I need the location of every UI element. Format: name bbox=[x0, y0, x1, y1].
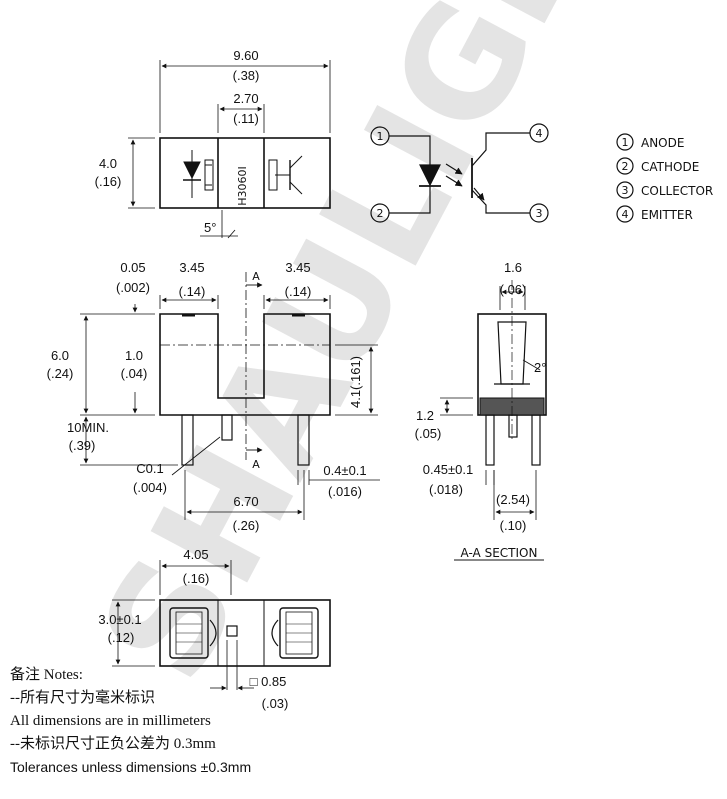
legend-num-3: 3 bbox=[622, 184, 629, 197]
dim-gap-left-in: (.002) bbox=[116, 280, 150, 295]
dim-bottom-width-in: (.16) bbox=[183, 571, 210, 586]
section-mark-bottom: A bbox=[252, 458, 260, 471]
dim-lead-width-in: (.016) bbox=[328, 484, 362, 499]
dim-slot-width: 2.70 bbox=[233, 91, 258, 106]
bottom-view bbox=[112, 560, 331, 691]
dim-right-arm: 3.45 bbox=[285, 260, 310, 275]
dim-draft-angle: 5° bbox=[204, 220, 216, 235]
dim-section-lead: 0.45±0.1 bbox=[423, 462, 474, 477]
dim-square-pin-in: (.03) bbox=[262, 696, 289, 711]
dim-section-width-in: (.06) bbox=[500, 282, 527, 297]
dim-section-height: 1.2 bbox=[416, 408, 434, 423]
dim-top-width: 9.60 bbox=[233, 48, 258, 63]
dim-section-width: 1.6 bbox=[504, 260, 522, 275]
dim-slot-bottom: 1.0 bbox=[125, 348, 143, 363]
dim-bottom-height: 3.0±0.1 bbox=[98, 612, 141, 627]
notes-line-units-en: All dimensions are in millimeters bbox=[10, 713, 211, 729]
pin-3-label: 3 bbox=[536, 207, 543, 220]
legend-collector: COLLECTOR bbox=[641, 184, 713, 198]
legend-num-1: 1 bbox=[622, 136, 629, 149]
dim-section-height-in: (.05) bbox=[415, 426, 442, 441]
legend-anode: ANODE bbox=[641, 136, 684, 150]
dim-pitch-in: (.26) bbox=[233, 518, 260, 533]
notes-line-tolerance-cn: --未标识尺寸正负公差为 0.3mm bbox=[10, 736, 216, 752]
dim-lead-length: 10MIN. bbox=[67, 420, 109, 435]
dim-gap-left: 0.05 bbox=[120, 260, 145, 275]
dim-lead-length-in: (.39) bbox=[69, 438, 96, 453]
dim-pitch: 6.70 bbox=[233, 494, 258, 509]
dim-height-in: (.16) bbox=[95, 174, 122, 189]
legend-num-4: 4 bbox=[622, 208, 629, 221]
schematic bbox=[370, 123, 634, 223]
dim-chamfer-in: (.004) bbox=[133, 480, 167, 495]
dim-bottom-height-in: (.12) bbox=[108, 630, 135, 645]
dim-section-pitch: (2.54) bbox=[496, 492, 530, 507]
legend-emitter: EMITTER bbox=[641, 208, 693, 222]
dim-section-angle: 2° bbox=[534, 360, 546, 375]
dim-height: 4.0 bbox=[99, 156, 117, 171]
front-view bbox=[80, 272, 380, 520]
section-title: A-A SECTION bbox=[461, 546, 538, 560]
dim-slot-width-in: (.11) bbox=[233, 111, 259, 126]
dim-section-pitch-in: (.10) bbox=[500, 518, 527, 533]
notes-line-tolerance-en: Tolerances unless dimensions ±0.3mm bbox=[10, 759, 252, 775]
legend-num-2: 2 bbox=[622, 160, 629, 173]
dim-body-height: 6.0 bbox=[51, 348, 69, 363]
dim-body-height-in: (.24) bbox=[47, 366, 74, 381]
part-mark: H3060I bbox=[236, 166, 249, 206]
notes-line-units-cn: --所有尺寸为毫米标识 bbox=[10, 690, 155, 706]
dim-left-arm-in: (.14) bbox=[179, 284, 206, 299]
dim-top-width-in: (.38) bbox=[233, 68, 260, 83]
pin-2-label: 2 bbox=[377, 207, 384, 220]
dim-left-arm: 3.45 bbox=[179, 260, 204, 275]
dim-section-lead-in: (.018) bbox=[429, 482, 463, 497]
dim-lead-width: 0.4±0.1 bbox=[323, 463, 366, 478]
dim-slot-bottom-in: (.04) bbox=[121, 366, 148, 381]
dim-bottom-width: 4.05 bbox=[183, 547, 208, 562]
notes-block: 备注 Notes: --所有尺寸为毫米标识 All dimensions are… bbox=[10, 664, 330, 779]
dim-chamfer: C0.1 bbox=[136, 461, 163, 476]
top-view bbox=[128, 60, 331, 239]
pin-4-label: 4 bbox=[536, 127, 543, 140]
notes-heading: 备注 Notes: bbox=[10, 667, 83, 683]
dim-slot-depth: 4.1(.161) bbox=[348, 356, 363, 408]
dim-square-pin: □ 0.85 bbox=[250, 674, 287, 689]
section-mark-top: A bbox=[252, 270, 260, 283]
dim-right-arm-in: (.14) bbox=[285, 284, 312, 299]
legend-cathode: CATHODE bbox=[641, 160, 699, 174]
pin-1-label: 1 bbox=[377, 130, 384, 143]
section-view bbox=[440, 280, 547, 561]
